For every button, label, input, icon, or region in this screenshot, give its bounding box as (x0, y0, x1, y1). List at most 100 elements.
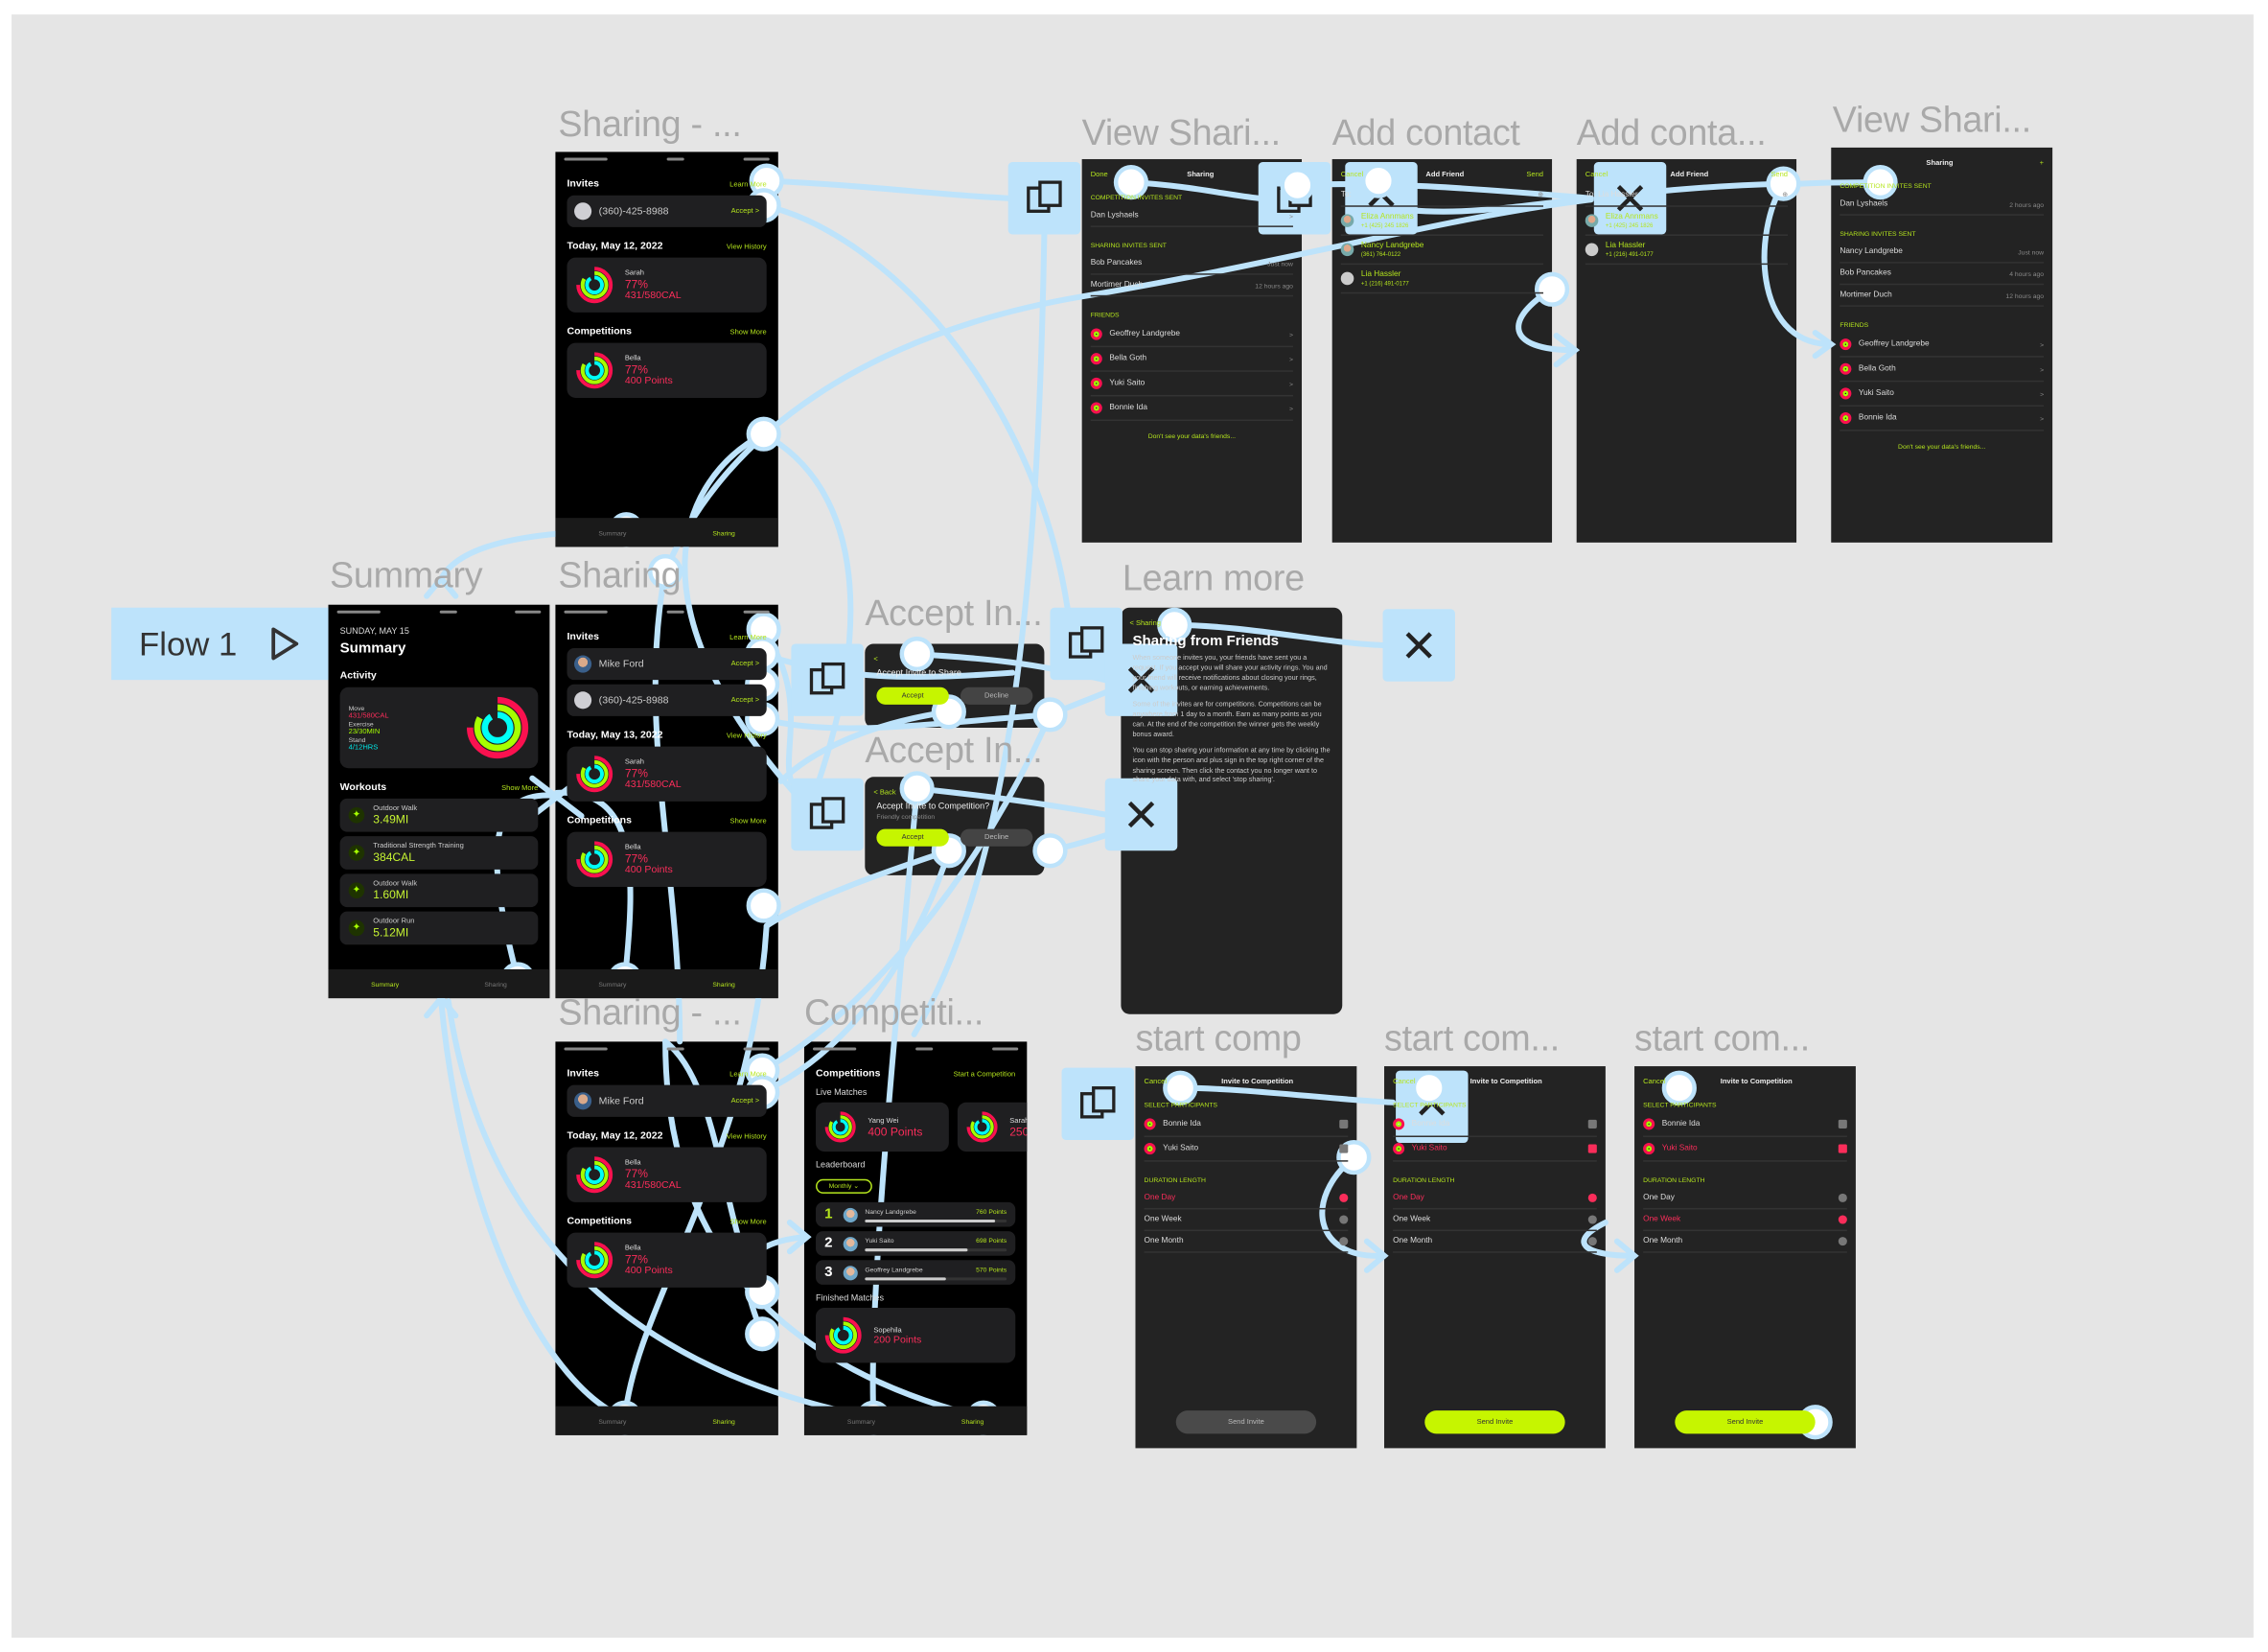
connection-handle[interactable] (1113, 165, 1149, 200)
connection-handle[interactable] (1336, 1140, 1372, 1175)
connection-handle[interactable] (1157, 607, 1192, 642)
accept-link[interactable]: Accept > (730, 206, 760, 216)
section-link[interactable]: Show More (729, 328, 767, 337)
send-invite-button[interactable]: Send Invite (1424, 1410, 1565, 1434)
duration-option[interactable]: One Month (1643, 1231, 1847, 1253)
play-icon[interactable] (268, 626, 300, 661)
friends-help-link[interactable]: Don't see your data's friends... (1147, 432, 1236, 440)
tab-sharing[interactable]: Sharing (712, 528, 735, 537)
participant-row[interactable]: Yuki Saito (1393, 1137, 1597, 1162)
checkbox[interactable] (1838, 1119, 1847, 1128)
section-link[interactable]: Start a Competition (953, 1070, 1016, 1080)
tab-sharing[interactable]: Sharing (712, 980, 735, 988)
prototype-action[interactable] (1382, 609, 1455, 682)
duration-option[interactable]: One Week (1643, 1209, 1847, 1232)
prototype-action[interactable] (1104, 778, 1178, 851)
frame-title-learn-more[interactable]: Learn more (1122, 558, 1305, 599)
duration-option[interactable]: One Month (1144, 1231, 1349, 1253)
frame-title-add-contact-1[interactable]: Add contact (1331, 112, 1520, 153)
section-link[interactable]: Learn More (729, 180, 767, 190)
frame-title-sharing-mid[interactable]: Sharing (558, 555, 682, 596)
send-invite-button[interactable]: Send Invite (1175, 1410, 1317, 1434)
connection-handle[interactable] (745, 1316, 780, 1352)
nav-left-button[interactable]: Done (1090, 171, 1108, 180)
connection-handle[interactable] (1863, 165, 1898, 200)
accept-link[interactable]: Accept > (730, 660, 760, 669)
list-item[interactable]: Lia Hassler+1 (216) 491-0177 (1585, 236, 1789, 266)
connection-handle[interactable] (1661, 1070, 1697, 1105)
section-link[interactable]: Show More (729, 1218, 767, 1227)
duration-option[interactable]: One Day (1393, 1188, 1597, 1210)
frame-title-sharing-top[interactable]: Sharing - ... (558, 104, 742, 145)
checkbox[interactable] (1587, 1119, 1597, 1128)
checkbox[interactable] (1838, 1144, 1847, 1153)
checkbox[interactable] (1339, 1144, 1349, 1153)
friends-help-link[interactable]: Don't see your data's friends... (1898, 442, 1986, 451)
frame-title-start-comp-1[interactable]: start comp (1135, 1018, 1302, 1059)
frame-title-summary[interactable]: Summary (330, 555, 483, 596)
connection-handle[interactable] (1534, 271, 1570, 307)
list-item[interactable]: Yuki Saito> (1840, 382, 2045, 407)
frame-title-view-sharing-1[interactable]: View Shari... (1081, 112, 1281, 153)
participant-row[interactable]: Bonnie Ida (1144, 1112, 1349, 1137)
tab-sharing[interactable]: Sharing (960, 1416, 984, 1425)
connection-handle[interactable] (1766, 166, 1801, 201)
section-link[interactable]: Show More (501, 783, 539, 793)
connection-handle[interactable] (1032, 833, 1068, 869)
frame-title-accept-2[interactable]: Accept In... (865, 730, 1043, 772)
accept-button[interactable]: Accept (876, 828, 949, 847)
list-item[interactable]: Eliza Annmans+1 (425) 245 1826 (1340, 207, 1543, 236)
tab-summary[interactable]: Summary (598, 528, 627, 537)
connection-handle[interactable] (746, 888, 781, 923)
tab-summary[interactable]: Summary (598, 1416, 627, 1425)
duration-option[interactable]: One Week (1393, 1209, 1597, 1232)
checkbox[interactable] (1587, 1144, 1597, 1153)
nav-left-button[interactable]: Cancel (1144, 1078, 1168, 1087)
radio-button[interactable] (1339, 1193, 1349, 1202)
list-item[interactable]: Geoffrey Landgrebe> (1090, 322, 1293, 348)
connection-handle[interactable] (1032, 697, 1068, 733)
accept-link[interactable]: Accept > (730, 1096, 760, 1105)
list-item[interactable]: Dan Lyshaels> (1090, 205, 1293, 227)
flow-starting-point[interactable]: Flow 1 (111, 607, 329, 681)
nav-right-button[interactable]: Send (1770, 171, 1789, 180)
frame-title-competitions[interactable]: Competiti... (803, 992, 984, 1034)
radio-button[interactable] (1838, 1215, 1847, 1224)
list-item[interactable]: Bonnie Ida> (1090, 396, 1293, 422)
list-item[interactable]: Bonnie Ida> (1840, 407, 2045, 431)
connection-handle[interactable] (1280, 168, 1315, 203)
tab-summary[interactable]: Summary (371, 980, 400, 988)
list-item[interactable]: Nancy Landgrebe(361) 764-0122 (1340, 236, 1543, 266)
connection-handle[interactable] (1163, 1070, 1198, 1105)
list-item[interactable]: Lia Hassler+1 (216) 491-0177 (1340, 265, 1543, 294)
prototype-action[interactable] (1007, 161, 1081, 235)
frame-title-accept-1[interactable]: Accept In... (865, 593, 1043, 634)
radio-button[interactable] (1587, 1193, 1597, 1202)
list-item[interactable]: To: Lia Hassler⊕ (1585, 185, 1789, 207)
frame-title-start-comp-3[interactable]: start com... (1634, 1018, 1810, 1059)
section-link[interactable]: View History (726, 243, 767, 252)
checkbox[interactable] (1339, 1119, 1349, 1128)
radio-button[interactable] (1838, 1193, 1847, 1202)
nav-left-button[interactable]: Cancel (1585, 171, 1608, 180)
participant-row[interactable]: Bonnie Ida (1393, 1112, 1597, 1137)
duration-option[interactable]: One Day (1144, 1188, 1349, 1210)
accept-link[interactable]: Accept > (730, 695, 760, 705)
list-item[interactable]: Eliza Annmans+1 (425) 245 1826 (1585, 207, 1789, 236)
duration-option[interactable]: One Week (1144, 1209, 1349, 1232)
